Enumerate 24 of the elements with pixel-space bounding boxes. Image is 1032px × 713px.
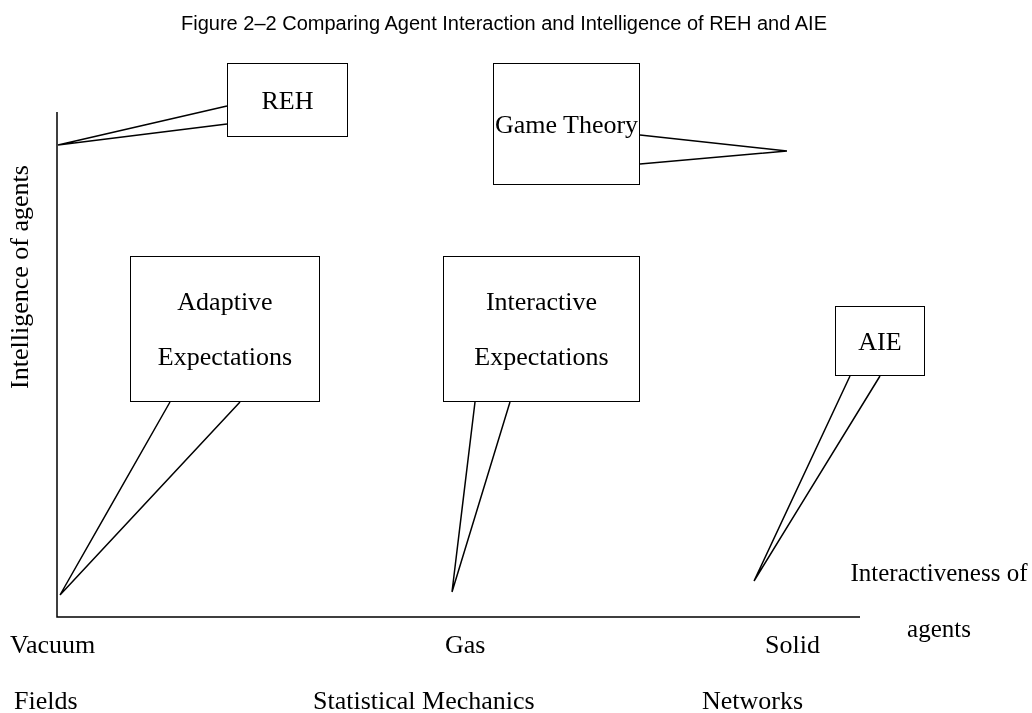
axis-label: Interactiveness of agents <box>849 558 1029 644</box>
callout-box <box>227 63 348 137</box>
callout-pointer <box>451 401 511 593</box>
axis-label: Intelligence of agents <box>5 164 35 391</box>
callout-pointer <box>639 134 788 165</box>
callout-box <box>835 306 925 376</box>
callout-text: REH <box>261 84 314 117</box>
callout-text: AIE <box>858 325 902 358</box>
scale-label: Statistical Mechanics <box>313 688 535 713</box>
callout-text: Adaptive Expectations <box>156 286 294 373</box>
callout-text: Interactive Expectations <box>473 286 610 373</box>
scale-label: Solid <box>765 630 820 660</box>
scale-label: Vacuum <box>10 630 96 660</box>
callout-box <box>493 63 640 185</box>
callout-pointer <box>59 401 241 596</box>
callout-box <box>130 256 320 402</box>
scale-label: Networks <box>702 688 804 713</box>
figure-title: Figure 2–2 Comparing Agent Interaction and Intelligence of REH and AIE <box>180 12 828 35</box>
callout-box <box>443 256 640 402</box>
callout-text: Game Theory <box>494 108 639 141</box>
callout-pointer <box>753 375 881 582</box>
callout-pointer <box>57 105 228 146</box>
scale-label: Gas <box>445 630 486 660</box>
scale-label: Fields <box>14 688 78 713</box>
